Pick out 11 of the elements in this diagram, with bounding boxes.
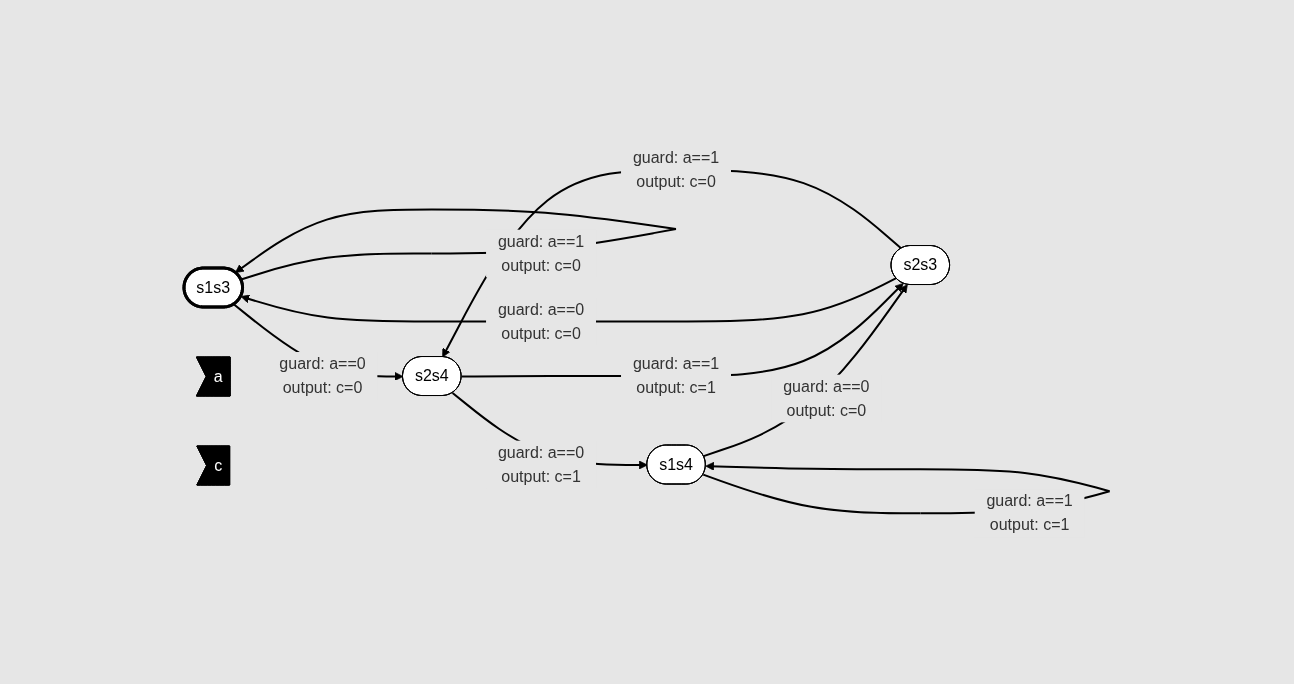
arrow xyxy=(442,169,903,358)
arrow xyxy=(702,284,908,458)
edge-label: guard: a==1 output: c=1 xyxy=(986,492,1073,534)
edge-label: guard: a==1 output: c=0 xyxy=(498,232,585,274)
edge-label: guard: a==1 output: c=1 xyxy=(633,355,720,397)
edge-label: guard: a==0 output: c=0 xyxy=(279,355,366,397)
edge-label: guard: a==0 output: c=1 xyxy=(498,443,585,485)
arrow xyxy=(460,283,904,378)
edge-label: guard: a==0 output: c=0 xyxy=(498,300,585,342)
edge-label: guard: a==0 output: c=0 xyxy=(783,377,870,419)
edge-label: guard: a==1 output: c=0 xyxy=(633,149,720,191)
